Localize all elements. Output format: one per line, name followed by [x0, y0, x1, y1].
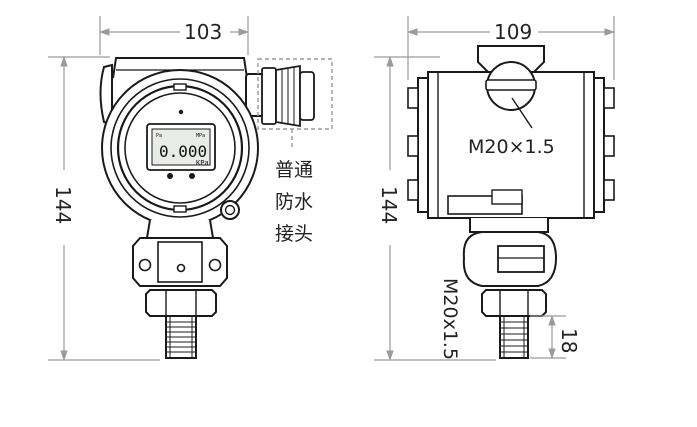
lcd-screen — [151, 128, 211, 166]
dim-side-height: 144 — [377, 186, 401, 224]
side-cover-left — [417, 77, 429, 213]
front-housing-top — [112, 57, 248, 79]
dim-front-width: 103 — [184, 20, 222, 44]
side-gland-boss — [477, 45, 545, 73]
dim-side-width: 109 — [494, 20, 532, 44]
label-gland-thread: M20×1.5 — [468, 136, 555, 158]
front-hex-nut — [145, 289, 217, 317]
side-thread-stem — [499, 315, 529, 359]
key-dot-right — [189, 173, 195, 179]
front-screw-right — [208, 258, 222, 272]
dim-thread-length: 18 — [557, 328, 581, 353]
side-hex-nut — [481, 289, 547, 317]
front-thread-lines — [166, 316, 196, 358]
lcd-left-mark: Pa — [156, 133, 162, 139]
gland-note-line1: 普通 — [275, 159, 313, 181]
lcd-right-mark: MPa — [196, 133, 205, 139]
side-thread-lines — [500, 316, 528, 358]
gland-callout-box — [257, 58, 333, 130]
gland-thread-leader — [511, 97, 533, 129]
lcd-display: Pa MPa 0.000 KPa — [146, 123, 216, 171]
front-neck — [145, 219, 215, 239]
lcd-reading: 0.000 — [159, 142, 207, 161]
label-process-thread: M20x1.5 — [439, 278, 461, 360]
lcd-unit: KPa — [196, 159, 209, 167]
side-dimensions — [374, 16, 616, 362]
side-view — [407, 45, 615, 359]
side-sensor-window — [497, 245, 545, 273]
front-dimensions — [48, 16, 250, 362]
gland-note-line2: 防水 — [275, 191, 313, 213]
front-view: Pa MPa 0.000 KPa — [99, 57, 265, 359]
dim-front-height: 144 — [51, 186, 75, 224]
cable-gland — [261, 64, 315, 128]
side-cover-right — [593, 77, 605, 213]
front-screw-center — [176, 263, 186, 273]
gland-note-line3: 接头 — [275, 223, 313, 245]
key-dot-left — [167, 173, 173, 179]
front-left-boss — [99, 63, 113, 126]
side-neck — [469, 218, 549, 233]
front-screw-left — [138, 258, 152, 272]
